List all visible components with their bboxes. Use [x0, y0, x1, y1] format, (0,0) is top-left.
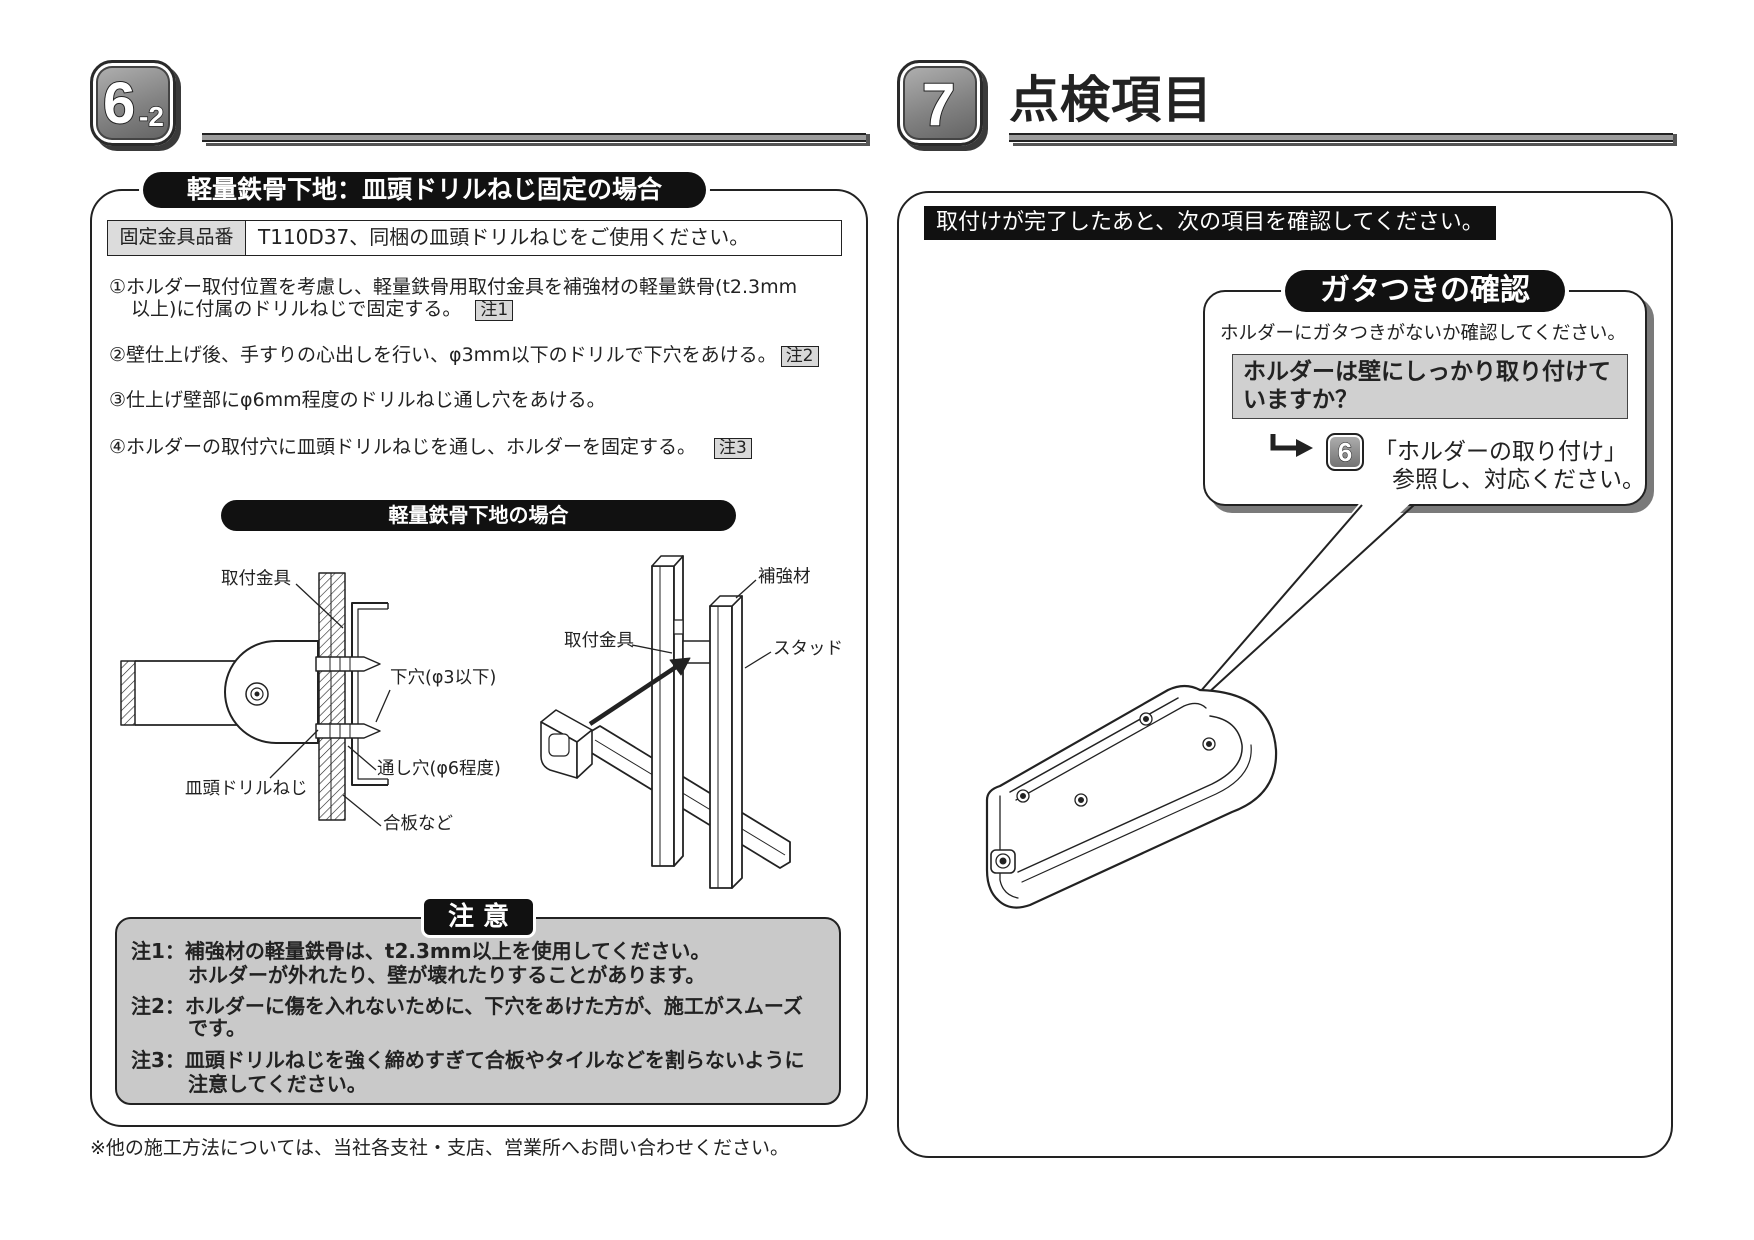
section-7-title-bar	[1009, 131, 1673, 143]
step-2: ②壁仕上げ後、手すりの心出しを行い、φ3mm以下のドリルで下穴をあける。注2	[109, 343, 819, 367]
fixing-method-heading: 軽量鉄骨下地：皿頭ドリルねじ固定の場合	[143, 172, 706, 208]
reference-line-2: 参照し、対応ください。	[1392, 467, 1645, 493]
section-6-2-title-bar	[202, 131, 866, 143]
step-text: ③仕上げ壁部にφ6mm程度のドリルねじ通し穴をあける。	[109, 389, 606, 411]
question-line-2: いますか？	[1243, 387, 1358, 413]
check-instruction: ホルダーにガタつきがないか確認してください。	[1220, 323, 1626, 344]
caution-note-2: 注2：ホルダーに傷を入れないために、下穴をあけた方が、施工がスムーズ	[131, 994, 803, 1018]
label-reinforcement: 補強材	[758, 567, 811, 587]
part-number-table: 固定金具品番 T110D37、同梱の皿頭ドリルねじをご使用ください。	[107, 220, 842, 256]
step-4: ④ホルダーの取付穴に皿頭ドリルねじを通し、ホルダーを固定する。注3	[109, 435, 752, 459]
question-line-1: ホルダーは壁にしっかり取り付けて	[1243, 359, 1611, 385]
note-prefix: 注3：	[131, 1048, 185, 1072]
label-through-hole: 通し穴(φ6程度)	[377, 759, 501, 779]
step-1-line-2: 以上)に付属のドリルねじで固定する。注1	[131, 297, 514, 321]
note-reference-tag: 注3	[714, 438, 752, 459]
label-pilot-hole: 下穴(φ3以下)	[390, 668, 497, 688]
step-3: ③仕上げ壁部にφ6mm程度のドリルねじ通し穴をあける。	[109, 388, 606, 412]
caution-title: 注 意	[424, 899, 533, 935]
check-title: ガタつきの確認	[1285, 270, 1565, 312]
label-plywood: 合板など	[383, 814, 453, 834]
note-text: 補強材の軽量鉄骨は、t2.3mm以上を使用してください。	[184, 939, 711, 963]
page-title: 点検項目	[1009, 71, 1213, 129]
part-number-label: 固定金具品番	[108, 221, 246, 255]
caution-note-3-line-2: 注意してください。	[188, 1072, 367, 1096]
turn-arrow-icon	[1270, 434, 1313, 457]
diagram-title: 軽量鉄骨下地の場合	[221, 500, 736, 531]
note-text: ホルダーに傷を入れないために、下穴をあけた方が、施工がスムーズ	[184, 994, 803, 1018]
step-text: ②壁仕上げ後、手すりの心出しを行い、φ3mm以下のドリルで下穴をあける。	[109, 344, 777, 366]
inspection-intro: 取付けが完了したあと、次の項目を確認してください。	[924, 206, 1496, 240]
section-suffix: -2	[138, 101, 164, 132]
note-reference-tag: 注1	[475, 300, 514, 321]
caution-note-2-line-2: です。	[188, 1016, 246, 1040]
label-bracket-right: 取付金具	[564, 631, 634, 651]
reference-line-1: 「ホルダーの取り付け」	[1374, 439, 1627, 465]
section-number: 7	[921, 71, 956, 138]
note-reference-tag: 注2	[780, 346, 819, 367]
footer-note: ※他の施工方法については、当社各支社・支店、営業所へお問い合わせください。	[90, 1137, 789, 1159]
label-screw: 皿頭ドリルねじ	[185, 779, 308, 799]
section-7-badge: 7	[897, 60, 983, 146]
question-box: ホルダーは壁にしっかり取り付けて いますか？	[1232, 354, 1628, 419]
step-1-line-1: ①ホルダー取付位置を考慮し、軽量鉄骨用取付金具を補強材の軽量鉄骨(t2.3mm	[109, 275, 797, 299]
caution-note-3: 注3：皿頭ドリルねじを強く締めすぎて合板やタイルなどを割らないように	[131, 1048, 805, 1072]
step-text: ①ホルダー取付位置を考慮し、軽量鉄骨用取付金具を補強材の軽量鉄骨(t2.3mm	[109, 276, 798, 298]
caution-note-1: 注1：補強材の軽量鉄骨は、t2.3mm以上を使用してください。	[131, 939, 710, 963]
reference-section-badge: 6	[1326, 433, 1364, 471]
part-number-value: T110D37、同梱の皿頭ドリルねじをご使用ください。	[258, 225, 750, 249]
section-number: 6	[102, 71, 136, 136]
section-6-2-badge: 6 -2	[90, 60, 176, 146]
caution-box	[115, 917, 841, 1105]
step-text: 以上)に付属のドリルねじで固定する。	[131, 298, 462, 320]
note-prefix: 注1：	[131, 939, 185, 963]
note-text: 皿頭ドリルねじを強く締めすぎて合板やタイルなどを割らないように	[184, 1048, 805, 1072]
step-text: ④ホルダーの取付穴に皿頭ドリルねじを通し、ホルダーを固定する。	[109, 436, 697, 458]
label-stud: スタッド	[773, 639, 843, 659]
note-prefix: 注2：	[131, 994, 185, 1018]
label-bracket-left: 取付金具	[221, 569, 291, 589]
caution-note-1-line-2: ホルダーが外れたり、壁が壊れたりすることがあります。	[188, 963, 706, 987]
